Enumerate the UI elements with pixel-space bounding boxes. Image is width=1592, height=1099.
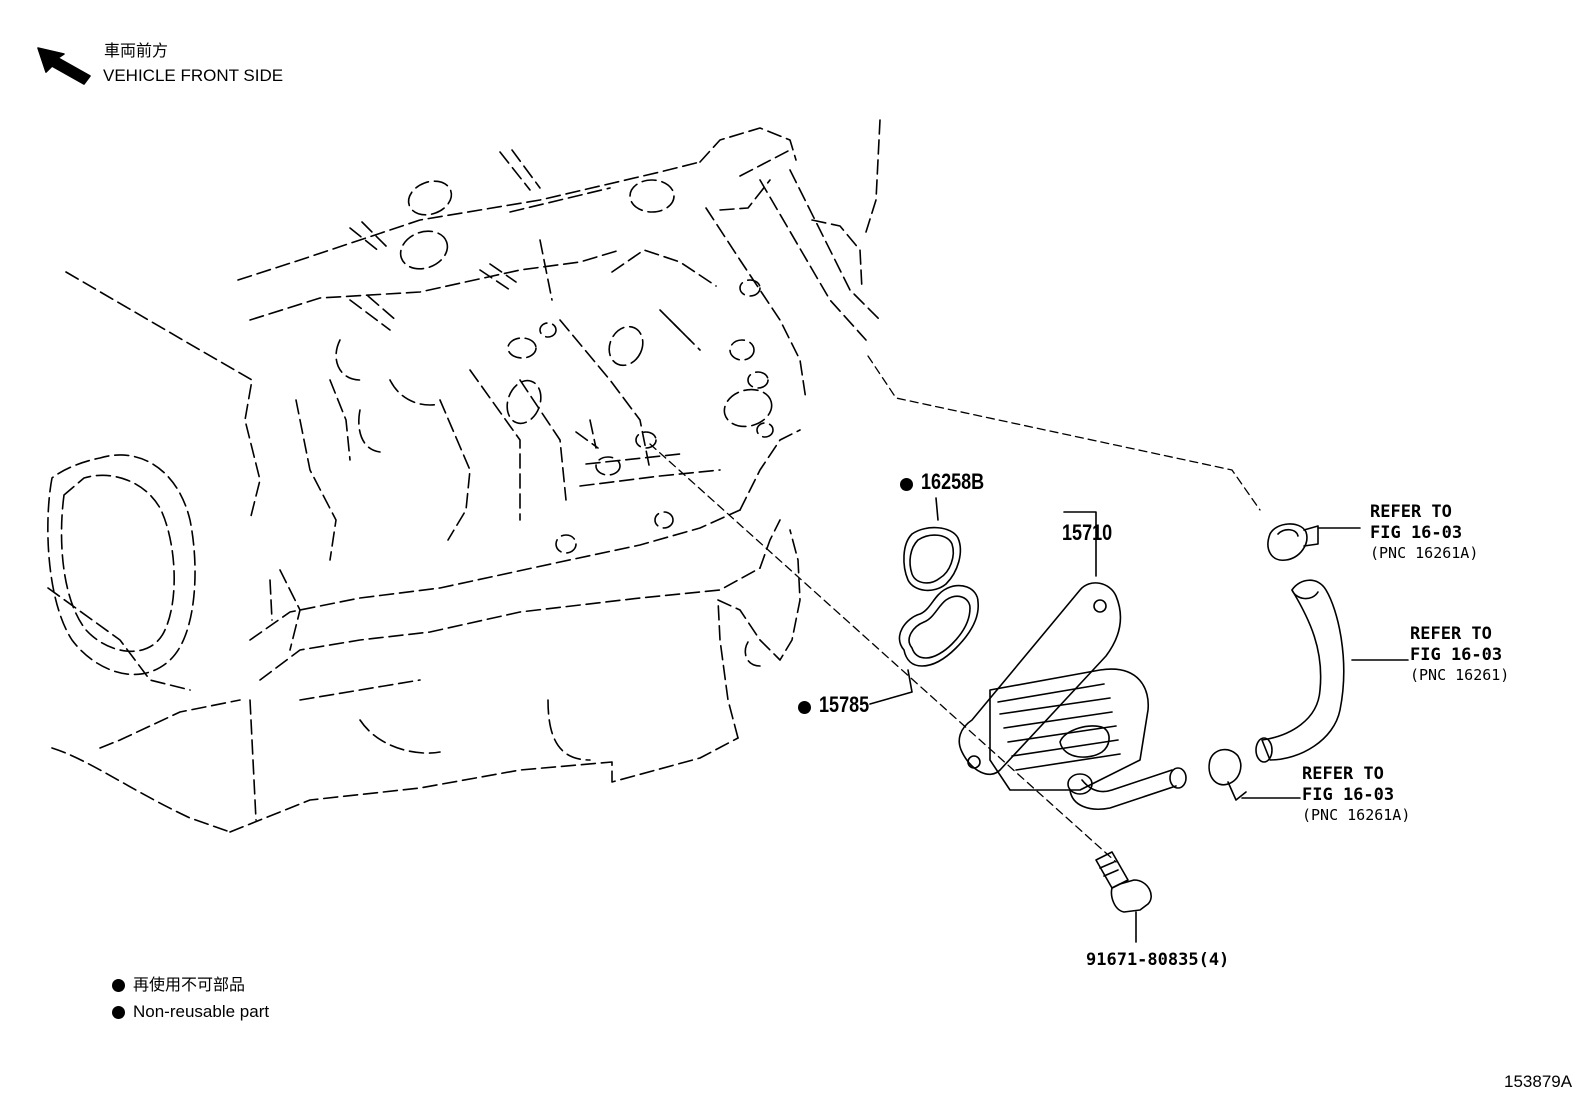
reference-line2: FIG 16-03 [1410, 645, 1503, 665]
part-label-16258b: 16258B [900, 471, 998, 493]
legend-en: Non-reusable part [112, 1003, 269, 1020]
assembly-guide-lines [649, 355, 1261, 863]
legend-ja: 再使用不可部品 [112, 978, 245, 994]
reference-line3: (PNC 16261A) [1370, 544, 1479, 562]
reference-hose: REFER TO FIG 16-03 (PNC 16261) [1410, 626, 1509, 683]
part-label-15710: 15710 [1062, 520, 1113, 545]
figure-id: 153879A [1504, 1072, 1573, 1091]
reference-upper-clamp: REFER TO FIG 16-03 (PNC 16261A) [1370, 504, 1478, 561]
vehicle-front-label-en: VEHICLE FRONT SIDE [103, 66, 284, 85]
part-label-bolt: 91671-80835(4) [1086, 950, 1230, 970]
reference-lower-clamp: REFER TO FIG 16-03 (PNC 16261A) [1302, 766, 1410, 823]
hose-clamp-lower-part [1208, 748, 1301, 801]
engine-block-outline [47, 119, 881, 833]
vehicle-front-arrow-icon [37, 47, 91, 85]
reference-line2: FIG 16-03 [1302, 785, 1395, 805]
non-reusable-marker-icon [112, 979, 125, 993]
non-reusable-marker-icon [798, 701, 811, 714]
gasket-15785-part [869, 584, 979, 705]
reference-line3: (PNC 16261A) [1302, 806, 1411, 824]
reference-line1: REFER TO [1302, 764, 1384, 784]
reference-line2: FIG 16-03 [1370, 523, 1463, 543]
vehicle-front-label-ja: 車両前方 [104, 43, 169, 60]
water-hose-part [1255, 579, 1345, 763]
reference-line1: REFER TO [1410, 624, 1492, 644]
o-ring-16258b-part [903, 497, 962, 592]
bolt-91671-80835-part [1095, 851, 1152, 943]
reference-line3: (PNC 16261) [1410, 666, 1510, 684]
non-reusable-marker-icon [112, 1006, 125, 1020]
hose-clamp-upper-part [1267, 523, 1361, 561]
part-label-15785: 15785 [798, 694, 880, 716]
reference-line1: REFER TO [1370, 502, 1452, 522]
oil-cooler-15710-part [958, 511, 1187, 810]
non-reusable-marker-icon [900, 478, 913, 491]
